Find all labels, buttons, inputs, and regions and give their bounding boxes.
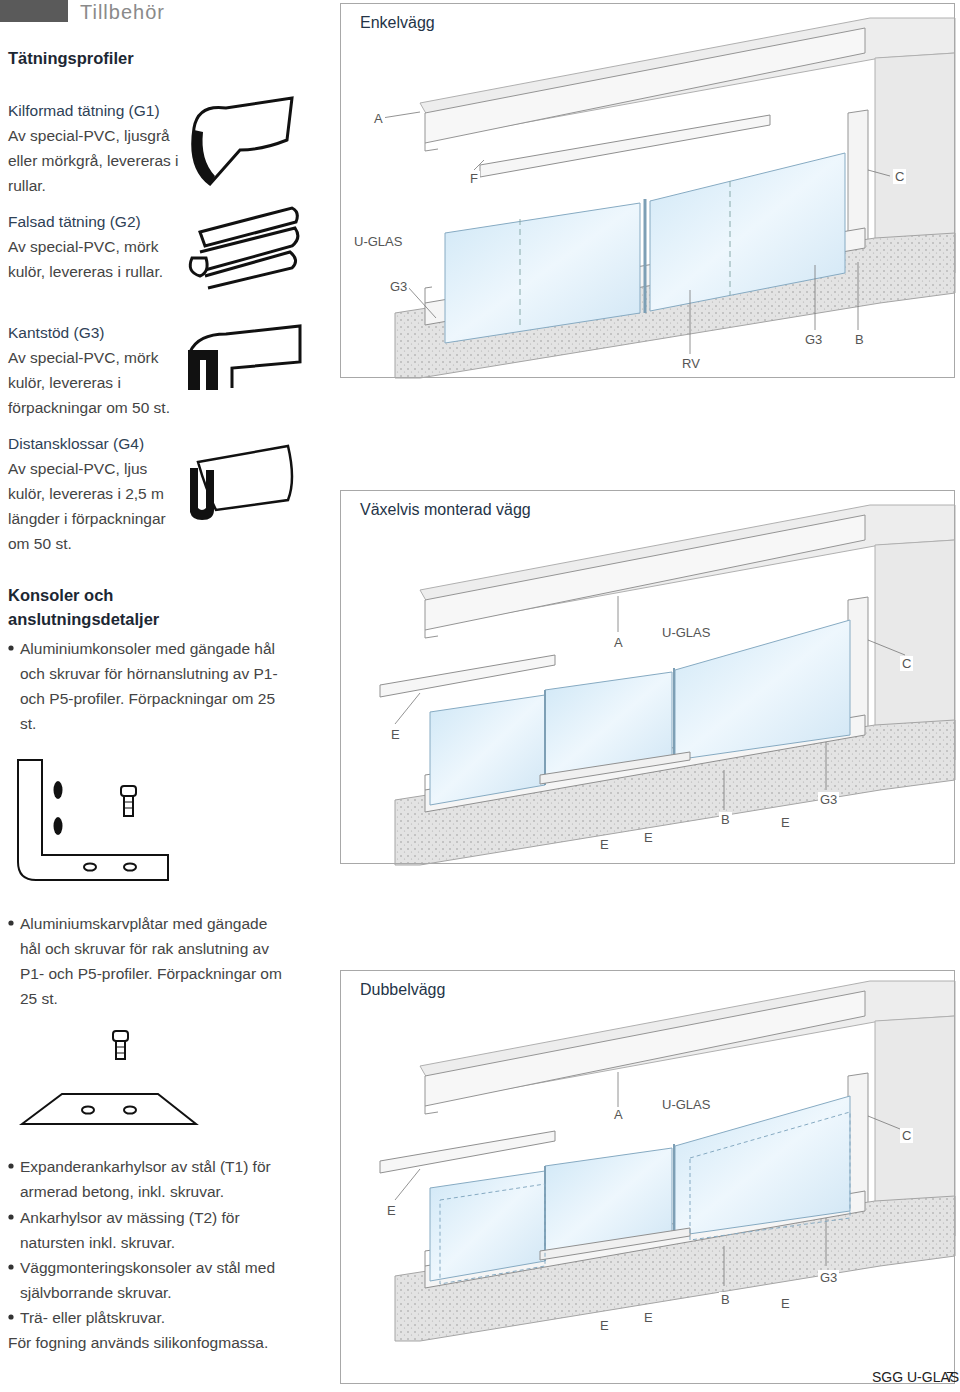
item-description: Aluminiumkonsoler med gängade hål och sk…: [20, 636, 282, 736]
item-heading: Distansklossar (G4): [8, 432, 144, 456]
part-letter: C: [893, 169, 906, 184]
section-heading: Konsoler och anslutningsdetaljer: [8, 583, 178, 631]
item-description: Aluminiumskarvplåtar med gängade hål och…: [20, 911, 282, 1011]
part-letter: E: [642, 830, 655, 845]
part-letter: A: [612, 635, 625, 650]
part-letter: E: [598, 837, 611, 852]
item-heading: Kilformad tätning (G1): [8, 99, 160, 123]
part-letter: E: [598, 1318, 611, 1333]
part-letter: B: [853, 332, 866, 347]
page-title: Tillbehör: [80, 0, 165, 24]
illustration-panel: Enkelvägg: [340, 3, 955, 378]
part-letter: A: [372, 111, 385, 126]
item-description: Väggmonteringskonsoler av stål med själv…: [20, 1255, 282, 1305]
part-letter: G3: [388, 279, 409, 294]
illustration-panel: Växelvis monterad vägg: [340, 490, 955, 864]
part-letter: G3: [818, 1270, 839, 1285]
panel-heading: Enkelvägg: [341, 4, 954, 32]
part-letter: C: [900, 656, 913, 671]
item-description: Trä- eller plåtskruvar.: [20, 1305, 282, 1330]
item-heading: Kantstöd (G3): [8, 321, 105, 345]
part-letter: F: [468, 171, 480, 186]
panel-heading: Dubbelvägg: [341, 971, 954, 999]
item-description: Av special-PVC, ljusgrå eller mörkgrå, l…: [8, 123, 180, 198]
section-heading: Tätningsprofiler: [8, 46, 134, 70]
part-letter: G3: [818, 792, 839, 807]
part-letter: E: [389, 727, 402, 742]
item-description: Av special-PVC, mörk kulör, levereras i …: [8, 345, 180, 420]
item-heading: Falsad tätning (G2): [8, 210, 141, 234]
part-letter: E: [385, 1203, 398, 1218]
part-letter: A: [612, 1107, 625, 1122]
part-letter: B: [719, 1292, 732, 1307]
part-letter: RV: [680, 356, 702, 371]
part-letter: U-GLAS: [660, 1097, 712, 1112]
illustration-panel: Dubbelvägg: [340, 970, 955, 1384]
item-description: Av special-PVC, ljus kulör, levereras i …: [8, 456, 180, 556]
part-letter: U-GLAS: [352, 234, 404, 249]
part-letter: E: [779, 1296, 792, 1311]
item-description: För fogning används silikonfogmassa.: [8, 1330, 268, 1355]
part-letter: G3: [803, 332, 824, 347]
part-letter: E: [779, 815, 792, 830]
item-description: Expanderankarhylsor av stål (T1) för arm…: [20, 1154, 282, 1204]
part-letter: C: [900, 1128, 913, 1143]
panel-heading: Växelvis monterad vägg: [341, 491, 954, 519]
part-letter: B: [719, 812, 732, 827]
item-description: Av special-PVC, mörk kulör, levereras i …: [8, 234, 180, 284]
part-letter: U-GLAS: [660, 625, 712, 640]
item-description: Ankarhylsor av mässing (T2) för naturste…: [20, 1205, 282, 1255]
part-letter: E: [642, 1310, 655, 1325]
